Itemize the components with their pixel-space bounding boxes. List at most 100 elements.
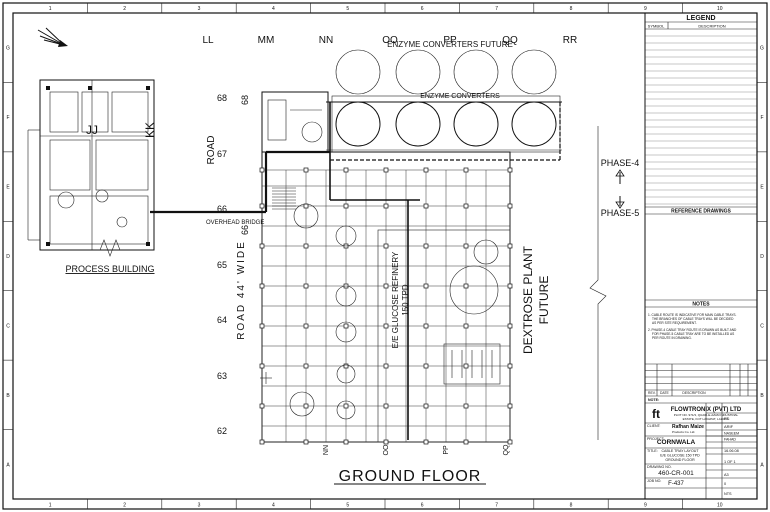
approval-fields: FT ARIF NASEEM FAHAD 16.06.08 1 OF 1 A3 …: [706, 403, 757, 499]
grid-row-label: 65: [217, 260, 227, 270]
note-1: 1. CABLE ROUTE IS INDICATIVE FOR MAIN CA…: [648, 313, 736, 317]
converter-tank-3: [453, 101, 499, 147]
storage-tank-large: [449, 265, 499, 315]
border-mark-bottom: 9: [644, 503, 647, 509]
grid-column-label: MM: [258, 35, 275, 46]
border-mark-right: D: [760, 254, 764, 260]
dextrose-future-label: FUTURE: [537, 276, 551, 325]
border-mark-bottom: 8: [570, 503, 573, 509]
future-tank-1: [335, 49, 381, 95]
notes-title: NOTES: [692, 302, 710, 308]
revision-number: 0: [724, 482, 726, 486]
border-mark-left: F: [6, 115, 9, 121]
border-mark-top: 3: [198, 6, 201, 12]
border-mark-top: 8: [570, 6, 573, 12]
border-mark-bottom: 7: [495, 503, 498, 509]
border-mark-top: 6: [421, 6, 424, 12]
border-mark-bottom: 1: [49, 503, 52, 509]
ground-floor-title: GROUND FLOOR: [339, 468, 482, 485]
border-mark-right: F: [760, 115, 763, 121]
title-block: LEGEND SYMBOL DESCRIPTION REFERENCE DRAW…: [644, 12, 758, 500]
title-line-1: CABLE TRAY LAYOUT: [661, 449, 699, 453]
job-no-label: JOB NO.: [647, 479, 661, 483]
legend-symbol-header: SYMBOL: [648, 24, 665, 29]
legend-title: LEGEND: [686, 15, 715, 22]
converter-tank-4: [511, 101, 557, 147]
enzyme-label: ENZYME CONVERTERS: [420, 93, 500, 100]
overhead-bridge-label: OVERHEAD BRIDGE: [206, 220, 264, 226]
glucose-refinery-label: E/E GLUCOSE REFINERY: [391, 251, 400, 348]
grid-row-label: 66: [217, 204, 227, 214]
note-2c: PER ROUTE IN DRAWING.: [652, 336, 692, 340]
border-mark-bottom: 6: [421, 503, 424, 509]
approved-by: FAHAD: [724, 438, 736, 442]
process-building-label: PROCESS BUILDING: [65, 264, 154, 274]
pumps-area: [443, 343, 501, 385]
drawing-date: 16.06.08: [724, 449, 739, 453]
sheet-size: A3: [724, 473, 729, 477]
project-name: CORNWALA: [657, 439, 696, 446]
client-logo-text: Rafhan Maize: [672, 424, 704, 430]
border-mark-left: A: [6, 462, 10, 468]
grid-label-jj: JJ: [86, 123, 98, 137]
grid-row-label-rotated: 68: [240, 95, 250, 105]
title-line-3: GROUND FLOOR: [665, 458, 695, 462]
survey-cross: [260, 372, 272, 384]
refinery-structure: [259, 151, 513, 445]
client-label: CLIENT:: [647, 424, 661, 428]
sheet-number: 1 OF 1: [724, 460, 736, 464]
process-tanks: [289, 203, 501, 420]
designed-by: FT: [724, 416, 729, 421]
note-2b: FOR PHASE-5 CABLE TRAY ARE TO BE INSTALL…: [652, 332, 734, 336]
border-mark-right: B: [760, 393, 764, 399]
future-tank-2: [395, 49, 441, 95]
border-mark-left: E: [6, 185, 10, 191]
border-mark-top: 1: [49, 6, 52, 12]
note-1c: AS PER SITE REQUIREMENT.: [652, 321, 697, 325]
enzyme-future-label: ENZYME CONVERTERS FUTURE: [387, 40, 513, 49]
grid-column-label-bottom: QQ: [503, 444, 510, 455]
cable-trays: [150, 102, 561, 440]
dextrose-plant-label: DEXTROSE PLANT: [521, 245, 535, 354]
reference-drawings-title: REFERENCE DRAWINGS: [671, 209, 731, 215]
border-mark-top: 10: [717, 6, 723, 12]
note-1b: THE BRANCHES OF CABLE TRAYS WILL BE DECI…: [652, 317, 734, 321]
road-label-left: ROAD 44' WIDE: [236, 240, 247, 340]
enzyme-converters: ENZYME CONVERTERS: [326, 93, 562, 153]
checked-by: NASEEM: [724, 432, 739, 436]
border-mark-top: 2: [123, 6, 126, 12]
grid-column-label: OO: [382, 35, 398, 46]
border-mark-left: B: [6, 393, 10, 399]
grid-row-label: 62: [217, 426, 227, 436]
grid-column-label-bottom: NN: [323, 445, 330, 455]
legend-description-header: DESCRIPTION: [698, 24, 725, 29]
converter-tank-1: [335, 101, 381, 147]
phase-boundary: PHASE-4 PHASE-5: [589, 126, 640, 440]
title-label: TITLE:: [647, 449, 658, 453]
border-mark-bottom: 2: [123, 503, 126, 509]
border-mark-right: G: [760, 46, 764, 52]
job-no: F-437: [668, 481, 684, 487]
phase-4-label: PHASE-4: [601, 158, 640, 168]
grid-column-label-bottom: OO: [383, 444, 390, 455]
grid-row-label: 63: [217, 371, 227, 381]
border-mark-top: 9: [644, 6, 647, 12]
border-mark-left: C: [6, 323, 10, 329]
project-label: PROJECT:: [647, 437, 665, 441]
border-mark-right: E: [760, 185, 764, 191]
company-logo-icon: ft: [652, 407, 660, 421]
legend-rows: [645, 35, 757, 205]
border-mark-right: A: [760, 462, 764, 468]
grid-label-kk: KK: [143, 122, 157, 138]
future-tank-3: [453, 49, 499, 95]
drawn-by: ARIF: [724, 424, 734, 429]
enzyme-converters-future: ENZYME CONVERTERS FUTURE: [335, 40, 557, 95]
rev-description-header: DESCRIPTION: [682, 391, 706, 395]
rev-no-header: REV.: [648, 391, 656, 395]
drawing-no: 460-CR-001: [658, 470, 694, 477]
